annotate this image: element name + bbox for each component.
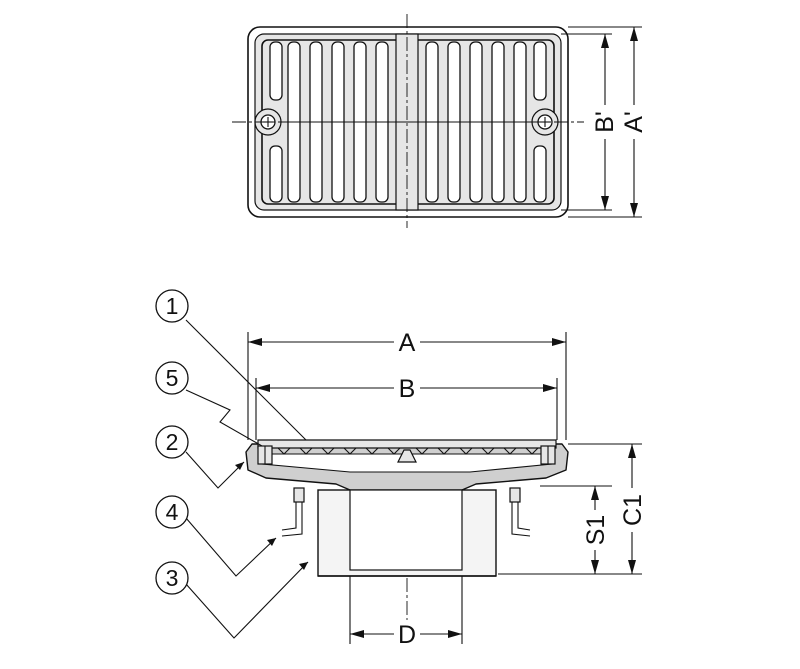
svg-text:1: 1	[166, 293, 179, 319]
svg-text:5: 5	[166, 365, 179, 391]
dimension-a: A	[247, 328, 567, 440]
grate-teeth	[277, 447, 539, 455]
dimension-b: B	[255, 374, 558, 440]
callout-4: 4	[155, 495, 277, 577]
svg-text:B: B	[399, 375, 416, 403]
section-view: A B	[245, 328, 647, 649]
callout-2: 2	[155, 425, 245, 489]
svg-text:D: D	[398, 621, 416, 649]
svg-text:A: A	[399, 329, 416, 357]
svg-text:A': A'	[620, 111, 648, 132]
screw-icon	[257, 445, 273, 465]
callout-3: 3	[155, 561, 309, 639]
outlet-bore	[349, 489, 463, 571]
anchor-bolt-right	[509, 487, 531, 537]
svg-text:2: 2	[166, 429, 179, 455]
dimension-a-prime: A'	[620, 27, 648, 217]
callouts: 1 5 2 4 3	[155, 289, 309, 639]
svg-text:S1: S1	[582, 515, 610, 546]
svg-text:B': B'	[591, 111, 619, 132]
dimension-s1: S1	[582, 486, 610, 574]
callout-1: 1	[155, 289, 307, 441]
callout-5: 5	[155, 361, 263, 447]
anchor-bolt-left	[281, 487, 305, 537]
grate-center-rib	[397, 449, 417, 463]
grate-profile	[257, 439, 557, 449]
plan-view: B' A'	[232, 14, 648, 228]
screw-icon	[540, 445, 556, 465]
dimension-d: D	[349, 576, 463, 649]
svg-text:C1: C1	[619, 494, 647, 526]
dimension-c1: C1	[619, 444, 647, 574]
svg-text:3: 3	[166, 565, 179, 591]
svg-text:4: 4	[166, 499, 179, 525]
dimension-b-prime: B'	[591, 34, 619, 210]
